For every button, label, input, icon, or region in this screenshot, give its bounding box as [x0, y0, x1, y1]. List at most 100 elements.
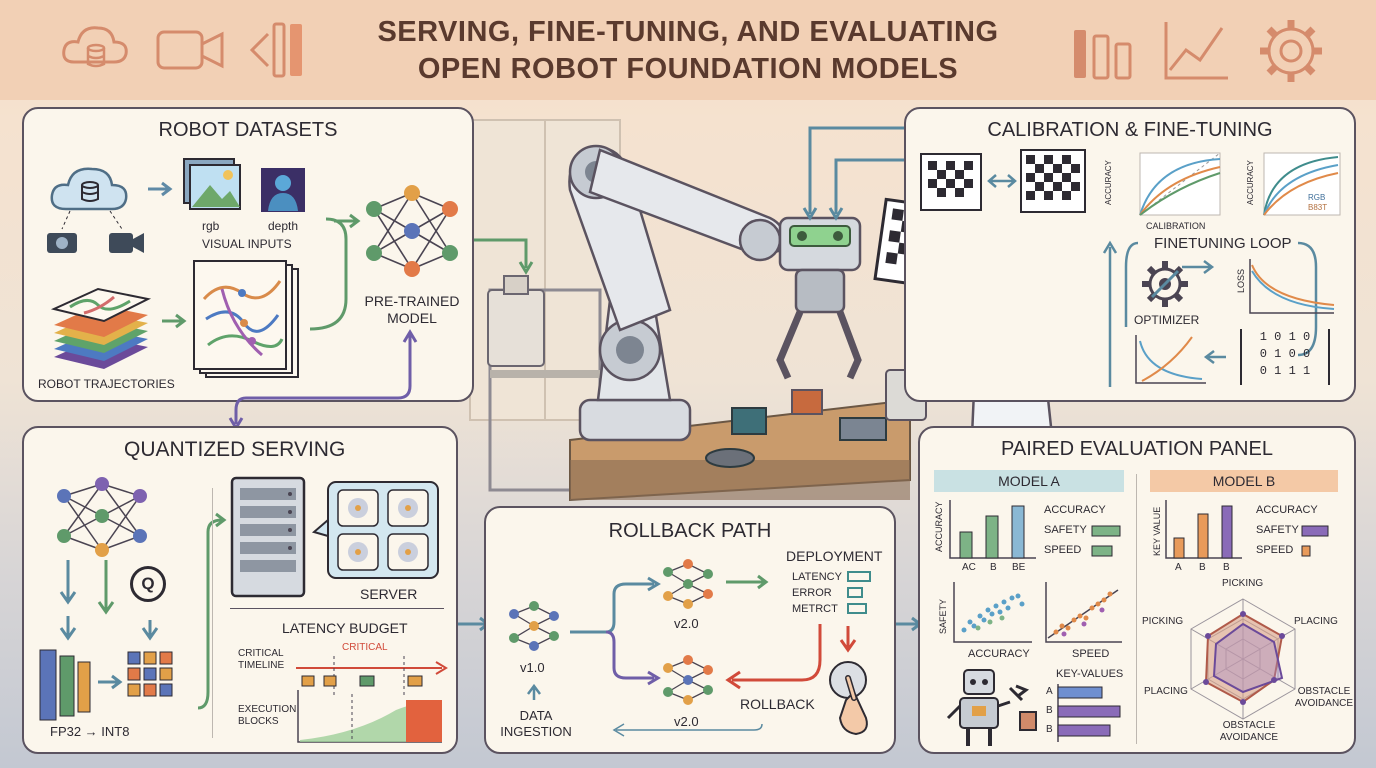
model-v2-top-icon — [663, 559, 713, 609]
deploy-arrow — [726, 574, 769, 590]
down-arrows-icon — [59, 560, 159, 641]
rollback-path-title: ROLLBACK PATH — [608, 520, 772, 542]
divider — [212, 488, 213, 738]
cloud-database-icon — [50, 167, 128, 230]
key-values-title: KEY-VALUES — [1056, 668, 1124, 680]
optimizer-label: OPTIMIZER — [1134, 313, 1200, 327]
depth-label: depth — [268, 219, 299, 233]
matrix-row: 0 1 0 0 — [1259, 347, 1311, 361]
model-b-tab: MODEL B — [1150, 470, 1338, 492]
b-xlabel: B — [1223, 562, 1230, 573]
model-v2-bottom-icon — [663, 655, 713, 705]
bar-chart-icon — [1074, 30, 1132, 80]
calibration-curve-chart — [1139, 152, 1221, 216]
a-metric-safety: SAFETY — [1044, 524, 1087, 536]
execution-blocks-chart — [297, 690, 442, 743]
title-line-1: SERVING, FINE-TUNING, AND EVALUATING — [377, 16, 999, 48]
matrix-row: 0 1 1 1 — [1259, 364, 1311, 378]
trajectory-sheets-icon — [193, 260, 299, 378]
robot-datasets-title: ROBOT DATASETS — [158, 119, 338, 141]
small-loss-chart — [1135, 335, 1206, 384]
calibration-title: CALIBRATION & FINE-TUNING — [987, 119, 1273, 141]
int8-grid-icon — [127, 651, 173, 697]
accuracy-axis-label-2: ACCURACY — [1246, 160, 1255, 205]
execution-blocks-line-2: BLOCKS — [238, 716, 279, 727]
evaluation-title: PAIRED EVALUATION PANEL — [1001, 438, 1273, 460]
branch-arrows — [570, 576, 661, 686]
kv-row-a: A — [1046, 686, 1053, 697]
checkerboard-icon — [920, 153, 982, 211]
v1-label: v1.0 — [520, 660, 545, 675]
pretrained-line-2: MODEL — [387, 310, 437, 326]
v2-top-label: v2.0 — [674, 616, 699, 631]
loop-arrows — [1102, 240, 1318, 387]
model-b-bar-chart — [1165, 500, 1242, 559]
server-rack-icon — [230, 476, 306, 598]
cloud-database-icon — [62, 26, 128, 68]
finetuning-loop-title: FINETUNING LOOP — [1154, 235, 1292, 252]
quant-symbol: Q — [141, 574, 155, 593]
loss-axis-label: LOSS — [1236, 268, 1246, 293]
b-xlabel: B — [1199, 562, 1206, 573]
evaluation-panel: PAIRED EVALUATION PANEL MODEL A MODEL B … — [918, 426, 1356, 754]
a-ylabel: ACCURACY — [934, 501, 944, 552]
server-label: SERVER — [360, 586, 418, 602]
robot-mascot-icon — [946, 669, 1037, 746]
radar-label-top: PICKING — [1222, 578, 1264, 589]
rollback-down-arrow — [839, 626, 857, 653]
rollback-label: ROLLBACK — [740, 696, 815, 712]
metric-latency: LATENCY — [792, 571, 842, 583]
section-divider — [230, 608, 444, 609]
robot-arm-scene — [469, 119, 927, 502]
pretrained-line-1: PRE-TRAINED — [364, 293, 460, 309]
model-a-metric-bars — [1091, 525, 1121, 557]
safety-scatter-plot — [953, 582, 1032, 643]
accuracy-axis-label: ACCURACY — [1104, 160, 1113, 205]
a-metric-speed: SPEED — [1044, 544, 1082, 556]
execution-blocks-line-1: EXECUTION — [238, 704, 297, 715]
execution-blocks-label: EXECUTION BLOCKS — [238, 704, 296, 728]
data-line-2: INGESTION — [500, 724, 572, 739]
pretrained-model-label: PRE-TRAINED MODEL — [362, 293, 462, 327]
center-divider — [1136, 474, 1137, 744]
calibration-panel: CALIBRATION & FINE-TUNING ACCURACY CALIB… — [904, 107, 1356, 402]
header-banner — [0, 0, 1376, 100]
b-metric-accuracy: ACCURACY — [1256, 504, 1318, 516]
rgb-image-icon — [183, 158, 241, 210]
robot-datasets-panel: ROBOT DATASETS rgb depth VISUAL INPUTS — [22, 107, 474, 402]
b-xlabel: A — [1175, 562, 1182, 573]
page-title: SERVING, FINE-TUNING, AND EVALUATING OPE… — [300, 14, 1076, 88]
arrow-right-icon — [148, 181, 173, 197]
trajectories-label: ROBOT TRAJECTORIES — [38, 377, 175, 391]
arrow-right-icon — [162, 313, 187, 329]
quantized-serving-title: QUANTIZED SERVING — [124, 438, 346, 461]
safety-axis-label: SAFETY — [938, 598, 948, 634]
model-a-bar-chart — [949, 500, 1036, 559]
depth-image-icon — [261, 168, 305, 212]
a-xlabel: AC — [962, 562, 976, 573]
b-ylabel: KEY VALUE — [1152, 506, 1162, 556]
loss-chart — [1249, 259, 1335, 314]
metric-bars — [847, 571, 871, 614]
rollback-button-hand-icon — [829, 661, 868, 736]
model-b-label: MODEL B — [1212, 473, 1276, 489]
kv-row-b2: B — [1046, 724, 1053, 735]
routing-arrow — [197, 512, 227, 710]
calibration-axis-label: CALIBRATION — [1146, 221, 1206, 231]
radar-label-right-top: PLACING — [1294, 616, 1338, 627]
radar-label-left-bottom: PLACING — [1144, 686, 1188, 697]
arrow-right-icon — [98, 674, 123, 690]
radar-chart — [1190, 598, 1296, 720]
neural-network-icon — [57, 477, 147, 557]
conversion-label: FP32 → INT8 — [50, 724, 130, 739]
speed-xlabel: SPEED — [1072, 648, 1110, 660]
rollback-arrow — [725, 624, 822, 690]
camera-icon — [47, 233, 77, 253]
neural-network-icon — [366, 185, 458, 277]
matrix-block: 1 0 1 0 0 1 0 0 0 1 1 1 — [1240, 329, 1330, 385]
model-v1-icon — [509, 601, 559, 651]
key-values-bars — [1057, 684, 1121, 742]
radar-label-left-top: PICKING — [1142, 616, 1184, 627]
server-models-icon — [311, 481, 439, 579]
optimizer-gear-icon — [1142, 261, 1188, 307]
